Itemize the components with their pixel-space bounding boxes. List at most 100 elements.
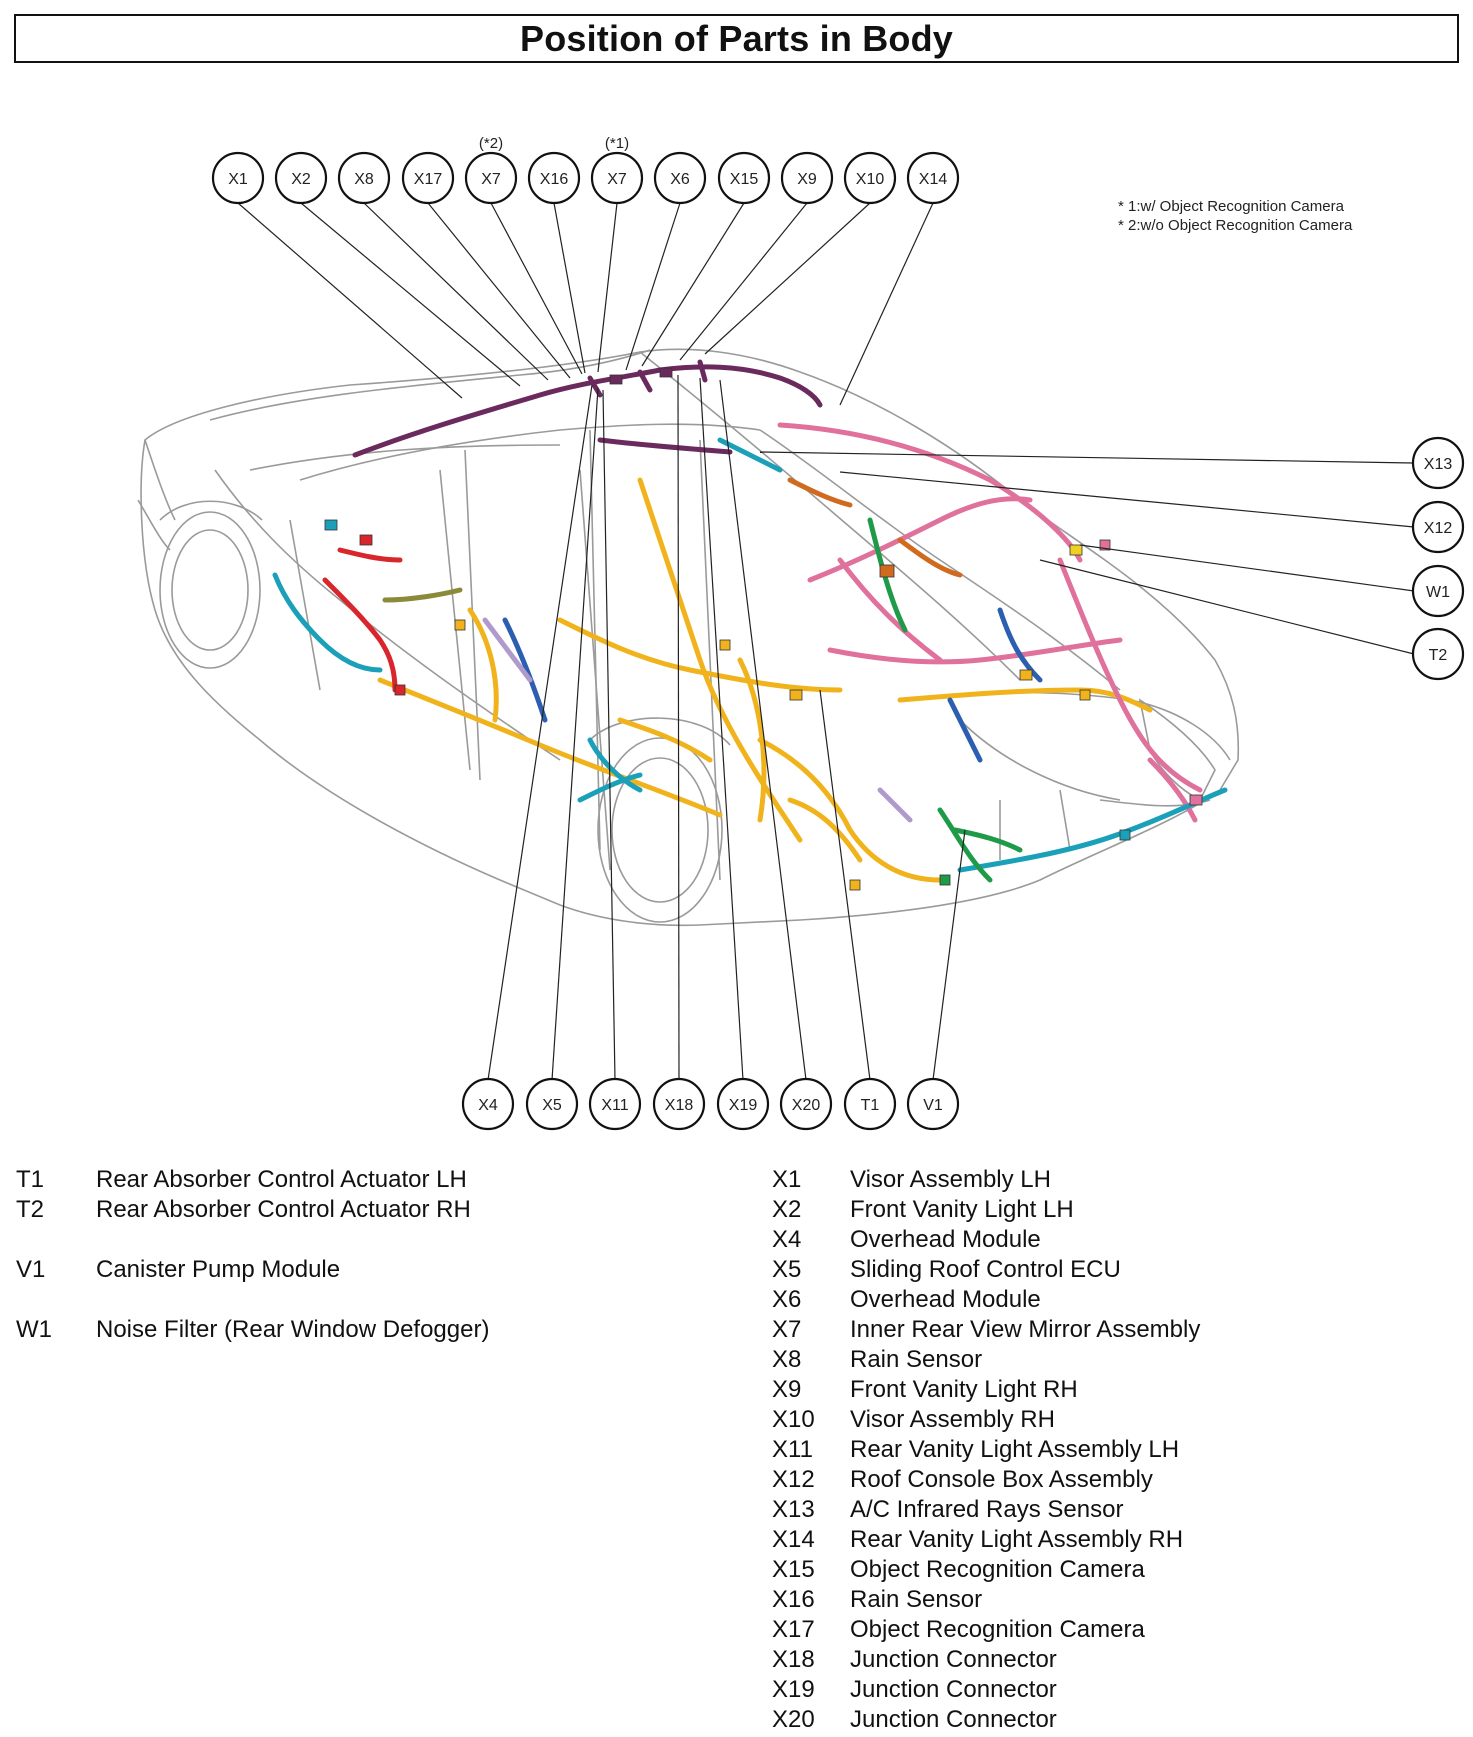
callouts-right: X13 X12 W1 T2: [1411, 436, 1465, 681]
legend-code: X17: [772, 1616, 815, 1643]
legend-name: Rear Vanity Light Assembly RH: [850, 1526, 1184, 1553]
legend-row: W1 Noise Filter (Rear Window Defogger): [16, 1315, 489, 1345]
callout-label: V1: [923, 1097, 943, 1114]
legend-name: Visor Assembly RH: [850, 1406, 1055, 1433]
callout-x6: X6: [653, 151, 707, 205]
callout-note: (*2): [479, 135, 503, 152]
legend-code: X8: [772, 1346, 802, 1373]
legend-code: X11: [772, 1436, 813, 1463]
callout-x18: X18: [652, 1077, 706, 1131]
legend-code: X13: [772, 1496, 815, 1523]
legend-name: Rear Vanity Light Assembly LH: [850, 1436, 1180, 1463]
page-title: Position of Parts in Body: [519, 17, 954, 59]
leader-lines: [237, 202, 1415, 1081]
callout-label: X17: [414, 171, 443, 188]
legend-code: X20: [772, 1706, 815, 1733]
callout-label: X4: [478, 1097, 498, 1114]
legend-name: Noise Filter (Rear Window Defogger): [96, 1316, 490, 1343]
callout-t2: T2: [1411, 627, 1465, 681]
footnote-1: * 1:w/ Object Recognition Camera: [1118, 198, 1345, 215]
callout-v1: V1: [906, 1077, 960, 1131]
legend-row: [16, 1225, 489, 1255]
callout-x16: X16: [527, 151, 581, 205]
legend-row: X11 Rear Vanity Light Assembly LH: [772, 1435, 1200, 1465]
legend-name: Rear Absorber Control Actuator LH: [96, 1166, 467, 1193]
callout-x7-wo-camera: X7 (*2): [464, 135, 518, 205]
legend-code: X4: [772, 1226, 802, 1253]
callout-label: X13: [1424, 456, 1453, 473]
legend-code: X14: [772, 1526, 815, 1553]
olive-harness: [382, 587, 463, 603]
callout-x4: X4: [461, 1077, 515, 1131]
legend-name: Inner Rear View Mirror Assembly: [850, 1316, 1201, 1343]
legend-name: Overhead Module: [850, 1286, 1041, 1313]
callout-note: (*1): [605, 135, 629, 152]
callout-label: X9: [797, 171, 817, 188]
legend-row: V1 Canister Pump Module: [16, 1255, 489, 1285]
legend-row: X14 Rear Vanity Light Assembly RH: [772, 1525, 1200, 1555]
callout-label: X7: [481, 171, 501, 188]
callout-x20: X20: [779, 1077, 833, 1131]
legend-code: [16, 1285, 96, 1315]
callout-label: X1: [228, 171, 248, 188]
floor-pink-harness: [777, 422, 1203, 823]
legend-code: X16: [772, 1586, 815, 1613]
callout-label: X14: [919, 171, 948, 188]
callout-label: X6: [670, 171, 690, 188]
legend-code: V1: [16, 1256, 46, 1283]
legend-code: X9: [772, 1376, 802, 1403]
callout-label: X11: [601, 1097, 628, 1114]
legend-code: W1: [16, 1316, 52, 1343]
callout-t1: T1: [843, 1077, 897, 1131]
legend-row: [16, 1285, 489, 1315]
callout-x9: X9: [780, 151, 834, 205]
callout-x1: X1: [211, 151, 265, 205]
legend-name: Front Vanity Light LH: [850, 1196, 1074, 1223]
legend-name: Rain Sensor: [850, 1586, 983, 1613]
legend-name: Roof Console Box Assembly: [850, 1466, 1153, 1493]
callout-x10: X10: [843, 151, 897, 205]
legend-name: Front Vanity Light RH: [850, 1376, 1078, 1403]
callout-x8: X8: [337, 151, 391, 205]
legend-name: Rain Sensor: [850, 1346, 983, 1373]
car-body-outline: [137, 348, 1240, 927]
legend-row: X18 Junction Connector: [772, 1645, 1200, 1675]
legend-code: X6: [772, 1286, 802, 1313]
callout-x15: X15: [717, 151, 771, 205]
callout-label: X10: [856, 171, 885, 188]
legend-row: X12 Roof Console Box Assembly: [772, 1465, 1200, 1495]
callout-x2: X2: [274, 151, 328, 205]
callouts-bottom: X4 X5 X11 X18 X19 X20 T1 V1: [461, 1077, 960, 1131]
callout-x12: X12: [1411, 500, 1465, 554]
callout-label: X20: [792, 1097, 821, 1114]
title-box: Position of Parts in Body: [14, 14, 1459, 63]
legend-name: Object Recognition Camera: [850, 1556, 1145, 1583]
legend-name: Sliding Roof Control ECU: [850, 1256, 1121, 1283]
legend-name: Canister Pump Module: [96, 1256, 341, 1283]
callout-label: X8: [354, 171, 374, 188]
instrument-harness: [377, 477, 1153, 883]
legend-code: X18: [772, 1646, 815, 1673]
callout-x14: X14: [906, 151, 960, 205]
legend-name: Overhead Module: [850, 1226, 1041, 1253]
callout-x11: X11: [588, 1077, 642, 1131]
callout-w1: W1: [1411, 564, 1465, 618]
legend-code: X19: [772, 1676, 815, 1703]
legend-code: T2: [16, 1196, 45, 1223]
roof-harness: [352, 359, 823, 458]
legend-name: Junction Connector: [850, 1646, 1057, 1673]
legend-code: X12: [772, 1466, 815, 1493]
